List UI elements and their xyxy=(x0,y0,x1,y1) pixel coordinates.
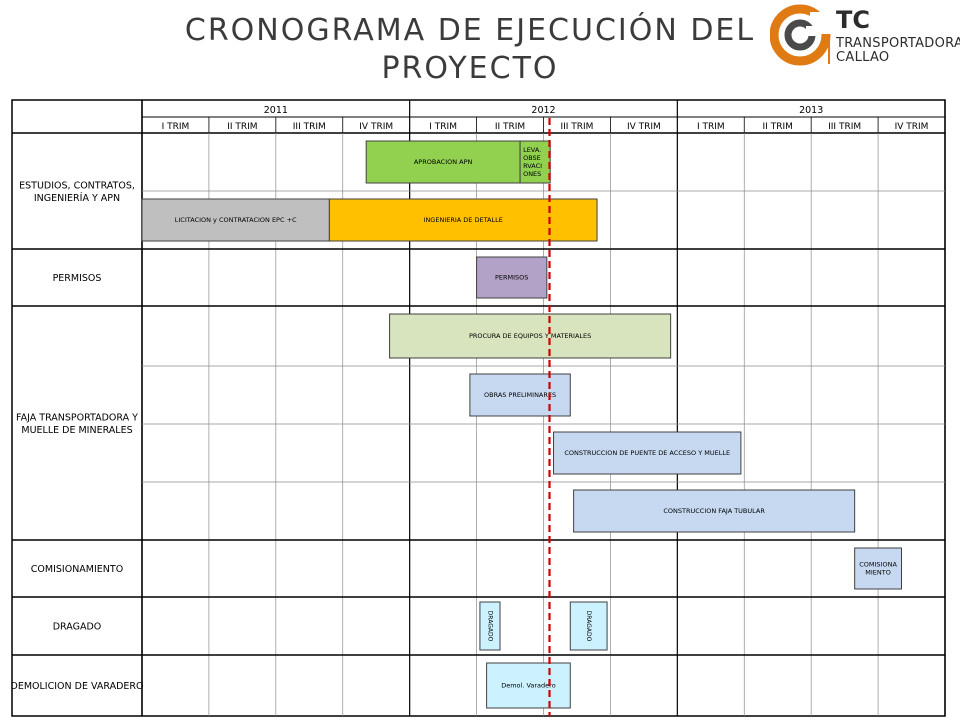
logo-line1: TRANSPORTADORA xyxy=(836,36,960,51)
quarter-label: I TRIM xyxy=(429,122,457,132)
task-label: Demol. Varadero xyxy=(501,682,555,690)
group-label-line: PERMISOS xyxy=(53,273,102,284)
task-label-line: PROCURA DE EQUIPOS Y MATERIALES xyxy=(469,332,591,340)
quarter-label: III TRIM xyxy=(828,122,861,132)
logo-line2: CALLAO xyxy=(836,50,890,65)
task-label-line: RVACI xyxy=(523,162,542,170)
group-label: COMISIONAMIENTO xyxy=(31,564,123,575)
quarter-label: II TRIM xyxy=(227,122,257,132)
task-label-line: LEVA. xyxy=(523,146,541,154)
group-label: DRAGADO xyxy=(53,622,102,633)
task-bar xyxy=(479,601,501,651)
group-label-line: ESTUDIOS, CONTRATOS, xyxy=(19,180,135,191)
quarter-label: I TRIM xyxy=(697,122,725,132)
task-label-line: OBSE xyxy=(523,154,541,162)
company-logo: TC TRANSPORTADORA CALLAO xyxy=(769,2,960,68)
task-label-line: PERMISOS xyxy=(495,274,528,282)
task-label-line: LICITACION y CONTRATACION EPC +C xyxy=(175,216,297,224)
task-label: CONSTRUCCION FAJA TUBULAR xyxy=(663,507,765,515)
page-title: CRONOGRAMA DE EJECUCIÓN DEL PROYECTO xyxy=(184,13,756,86)
quarter-label: IV TRIM xyxy=(895,122,929,132)
group-label-line: FAJA TRANSPORTADORA Y xyxy=(16,412,138,423)
task-label: PERMISOS xyxy=(495,274,528,282)
task-label: DRAGADO xyxy=(585,611,592,642)
task-bar xyxy=(573,489,856,533)
quarter-label: I TRIM xyxy=(162,122,190,132)
task-bar xyxy=(476,256,548,299)
task-bar xyxy=(569,601,608,651)
logo-divider xyxy=(828,40,830,64)
task-label: PROCURA DE EQUIPOS Y MATERIALES xyxy=(469,332,591,340)
logo-mark-text: TC xyxy=(836,6,870,34)
task-label: APROBACION APN xyxy=(414,158,473,166)
quarter-label: IV TRIM xyxy=(627,122,661,132)
task-bar xyxy=(328,198,598,242)
task-label: INGENIERIA DE DETALLE xyxy=(424,216,503,224)
task-bar xyxy=(854,547,903,590)
task-label-line: COMISIONA xyxy=(859,561,897,569)
task-bar xyxy=(365,140,521,184)
group-label-line: INGENIERÍA Y APN xyxy=(34,192,120,204)
task-bar xyxy=(553,431,742,475)
task-label-line: Demol. Varadero xyxy=(501,682,555,690)
task-bar xyxy=(389,313,672,359)
task-label-line: CONSTRUCCION FAJA TUBULAR xyxy=(663,507,765,515)
quarter-label: III TRIM xyxy=(560,122,593,132)
quarter-label: II TRIM xyxy=(495,122,525,132)
task-label-line: APROBACION APN xyxy=(414,158,473,166)
task-bar xyxy=(469,373,571,417)
group-label-line: DRAGADO xyxy=(53,622,102,633)
group-label-line: COMISIONAMIENTO xyxy=(31,564,123,575)
task-label-line: OBRAS PRELIMINARES xyxy=(484,391,556,399)
group-label-line: MUELLE DE MINERALES xyxy=(21,425,132,436)
task-label-line: MIENTO xyxy=(865,569,891,577)
task-label: CONSTRUCCION DE PUENTE DE ACCESO Y MUELL… xyxy=(564,449,730,457)
quarter-label: III TRIM xyxy=(293,122,326,132)
task-bar xyxy=(486,662,571,709)
task-bar xyxy=(519,140,551,184)
task-label-line: ONES xyxy=(523,170,541,178)
task-label-line: CONSTRUCCION DE PUENTE DE ACCESO Y MUELL… xyxy=(564,449,730,457)
logo-mark-icon xyxy=(769,4,836,66)
group-label: FAJA TRANSPORTADORA Y MUELLE DE MINERALES xyxy=(16,412,138,436)
group-label-line: DEMOLICION DE VARADERO xyxy=(11,681,144,692)
group-label: PERMISOS xyxy=(53,273,102,284)
year-label: 2011 xyxy=(264,105,288,116)
group-label: ESTUDIOS, CONTRATOS,INGENIERÍA Y APN xyxy=(19,180,135,204)
year-label: 2013 xyxy=(799,105,823,116)
quarter-label: II TRIM xyxy=(763,122,793,132)
task-label: LICITACION y CONTRATACION EPC +C xyxy=(175,216,297,224)
task-bar xyxy=(141,198,330,242)
group-label: DEMOLICION DE VARADERO xyxy=(11,681,144,692)
task-label: OBRAS PRELIMINARES xyxy=(484,391,556,399)
year-label: 2012 xyxy=(531,105,555,116)
task-label-line: INGENIERIA DE DETALLE xyxy=(424,216,503,224)
quarter-label: IV TRIM xyxy=(359,122,393,132)
task-label: DRAGADO xyxy=(486,611,493,642)
